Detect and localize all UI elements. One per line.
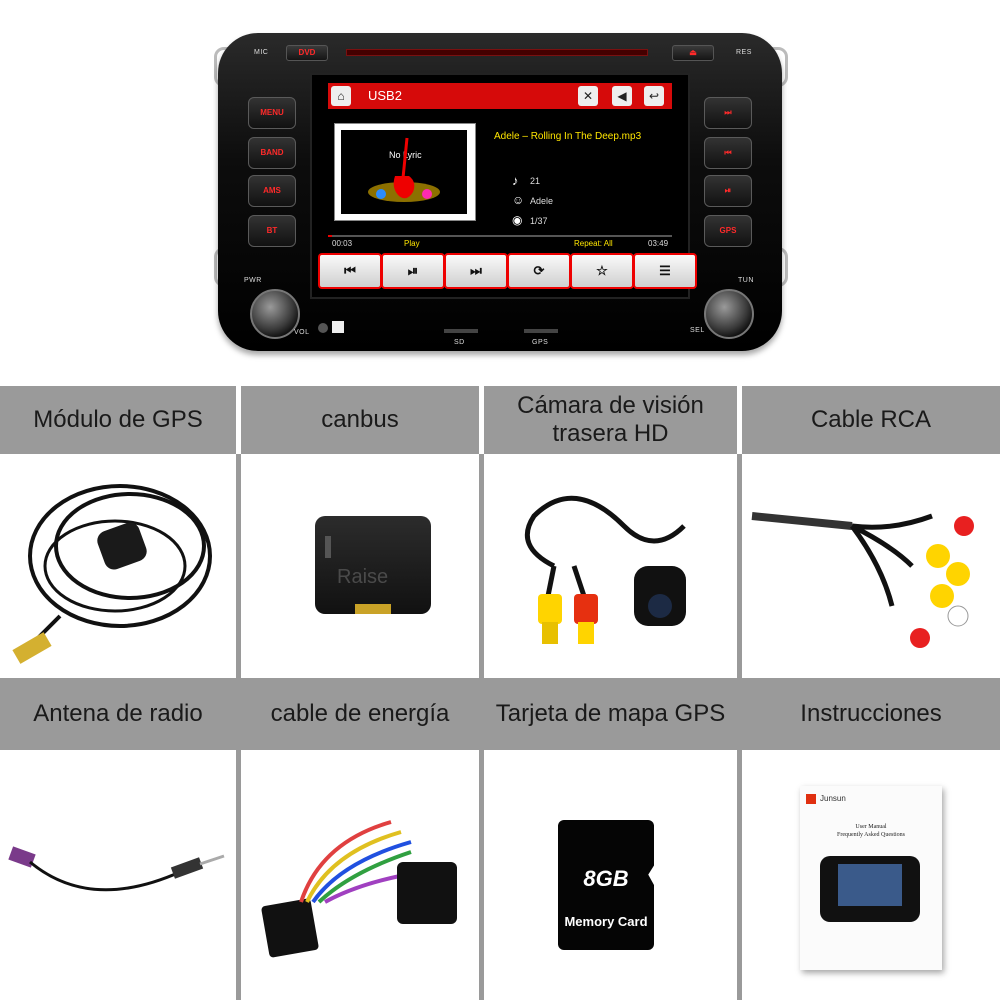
canbus-brand: Raise (337, 566, 389, 588)
volume-icon[interactable]: ◀ (612, 86, 632, 106)
power-cable-image (241, 752, 479, 1000)
canbus-image: Raise (241, 456, 479, 678)
grid-divider (737, 454, 742, 1000)
mute-icon[interactable]: ✕ (578, 86, 598, 106)
display-screen: ⌂ USB2 ✕ ◀ ↩ No Lyric Adele – Rolling (310, 73, 697, 299)
header-instructions: Instrucciones (742, 678, 1000, 750)
connector-port (325, 536, 331, 558)
grid-divider (479, 454, 484, 1000)
band-button[interactable]: BAND (248, 137, 296, 169)
grid-divider (236, 454, 241, 1000)
canbus-box-icon: Raise (315, 516, 431, 614)
track-title: Adele – Rolling In The Deep.mp3 (494, 131, 642, 142)
eject-button[interactable]: ⏏ (672, 45, 714, 61)
photo-screen (838, 864, 902, 906)
play-pause-button[interactable]: ⏯ (704, 175, 752, 207)
select-label: SEL (690, 327, 705, 334)
ams-button[interactable]: AMS (248, 175, 296, 207)
gps-module-image (0, 456, 236, 678)
qr-sticker (332, 321, 344, 333)
repeat-status: Repeat: All (574, 239, 613, 248)
header-canbus: canbus (241, 386, 479, 454)
gps-map-card-image: 8GB Memory Card (484, 752, 737, 1000)
header-rca-cable: Cable RCA (742, 386, 1000, 454)
playlist-icon[interactable]: ☰ (633, 253, 697, 289)
manual-subtitle: Frequently Asked Questions (837, 832, 905, 838)
header-gps-map-card: Tarjeta de mapa GPS (484, 678, 737, 750)
tune-label: TUN (738, 277, 754, 284)
album-art: No Lyric (334, 123, 476, 221)
gps-button[interactable]: GPS (704, 215, 752, 247)
brand-logo (806, 794, 816, 804)
manual-cover-photo (820, 856, 920, 922)
repeat-icon[interactable]: ⟳ (507, 253, 571, 289)
next-icon[interactable]: ⏭ (444, 253, 508, 289)
guitar-icon (368, 137, 440, 202)
disc-slot (346, 49, 648, 56)
ir-sensor (318, 323, 328, 333)
screen-title-bar: ⌂ USB2 ✕ ◀ ↩ (328, 83, 672, 109)
header-power-cable: cable de energía (241, 678, 479, 750)
volume-knob[interactable] (250, 289, 300, 339)
volume-label: VOL (294, 329, 310, 336)
manual-icon: Junsun User Manual Frequently Asked Ques… (800, 786, 942, 970)
artist-icon: ☺ (512, 193, 525, 207)
dvd-button[interactable]: DVD (286, 45, 328, 61)
progress-fill (328, 235, 333, 237)
duration: 03:49 (648, 239, 669, 248)
header-radio-antenna: Antena de radio (0, 678, 236, 750)
favorite-icon[interactable]: ☆ (570, 253, 634, 289)
rca-cable-icon (751, 512, 974, 648)
prev-icon[interactable]: ⏮ (318, 253, 382, 289)
radio-antenna-image (0, 752, 236, 1000)
sd-slot (444, 329, 478, 333)
track-index: 1/37 (530, 216, 548, 226)
instructions-image: Junsun User Manual Frequently Asked Ques… (742, 752, 1000, 1000)
connector-port (355, 604, 391, 614)
card-capacity: 8GB (583, 866, 629, 891)
gps-antenna-icon (12, 484, 212, 664)
header-gps-module: Módulo de GPS (0, 386, 236, 454)
play-status: Play (404, 239, 420, 248)
disc-icon: ◉ (512, 213, 523, 227)
power-cable-icon (261, 820, 457, 958)
home-icon[interactable]: ⌂ (331, 86, 351, 106)
manual-brand: Junsun (820, 794, 846, 803)
back-icon[interactable]: ↩ (644, 86, 664, 106)
manual-title: User Manual (855, 824, 887, 830)
rear-camera-icon (524, 495, 686, 644)
unit-faceplate: MIC DVD ⏏ RES MENU BAND AMS BT ⏭ ⏮ ⏯ GPS… (218, 33, 782, 351)
car-stereo-head-unit: MIC DVD ⏏ RES MENU BAND AMS BT ⏭ ⏮ ⏯ GPS… (214, 33, 788, 351)
progress-track[interactable] (328, 235, 672, 237)
rca-cable-image (742, 456, 1000, 678)
source-label: USB2 (368, 88, 402, 103)
elapsed-time: 00:03 (332, 239, 353, 248)
previous-track-button[interactable]: ⏮ (704, 137, 752, 169)
reset-label: RES (736, 49, 752, 56)
header-rear-camera: Cámara de visión trasera HD (484, 386, 737, 454)
power-label: PWR (244, 277, 262, 284)
tune-knob[interactable] (704, 289, 754, 339)
mic-label: MIC (254, 49, 269, 56)
bt-button[interactable]: BT (248, 215, 296, 247)
artist-name: Adele (530, 196, 554, 206)
card-label: Memory Card (564, 914, 648, 929)
radio-antenna-icon (8, 846, 225, 892)
sd-card-icon: 8GB Memory Card (558, 820, 654, 950)
play-pause-icon[interactable]: ⏯ (381, 253, 445, 289)
gps-card-slot (524, 329, 558, 333)
menu-button[interactable]: MENU (248, 97, 296, 129)
rear-camera-image (484, 456, 737, 678)
sd-label: SD (454, 339, 465, 346)
next-track-button[interactable]: ⏭ (704, 97, 752, 129)
track-number: 21 (530, 176, 541, 186)
note-icon: ♪ (512, 173, 519, 188)
gps-slot-label: GPS (532, 339, 549, 346)
